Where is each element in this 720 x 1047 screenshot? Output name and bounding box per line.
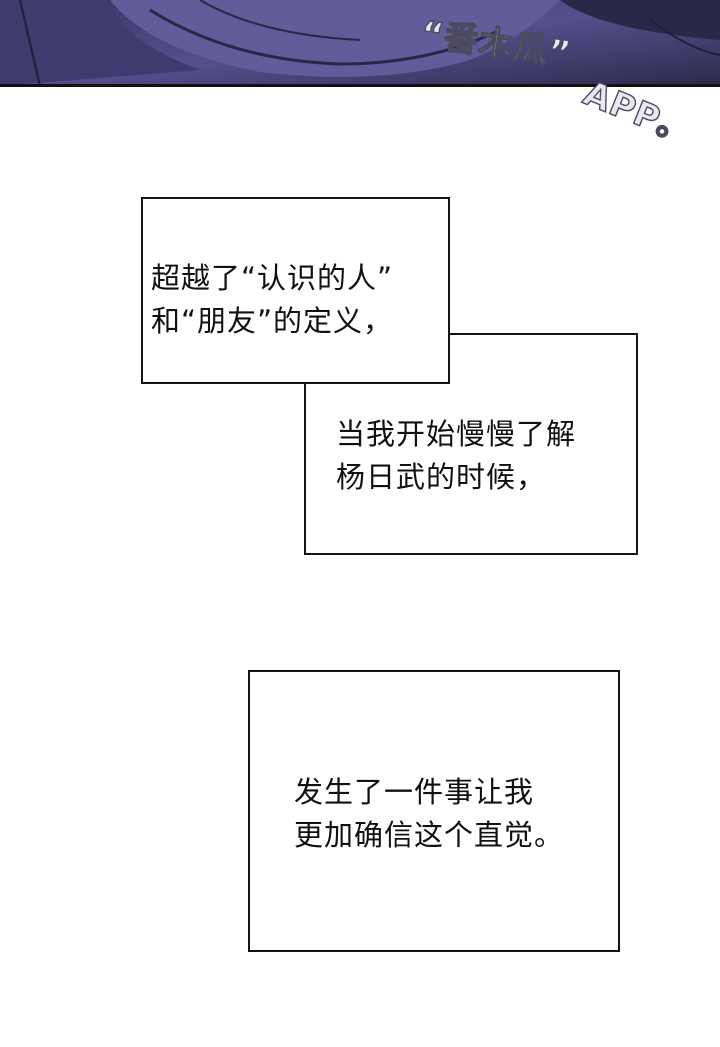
- caption-text-3: 发生了一件事让我 更加确信这个直觉。: [294, 771, 564, 857]
- caption-line: 超越了“认识的人”: [151, 261, 394, 295]
- caption-line: 和“朋友”的定义，: [151, 304, 394, 338]
- panel-border: [0, 84, 720, 87]
- caption-box-3: [248, 670, 620, 952]
- caption-line: 更加确信这个直觉。: [294, 818, 565, 852]
- caption-text-2: 当我开始慢慢了解 杨日武的时候，: [336, 413, 576, 499]
- caption-line: 杨日武的时候，: [336, 460, 547, 494]
- caption-line: 发生了一件事让我: [294, 775, 535, 809]
- comic-panel-top: [0, 0, 720, 86]
- caption-box-1: [141, 197, 450, 384]
- caption-line: 当我开始慢慢了解: [336, 417, 577, 451]
- caption-text-1: 超越了“认识的人” 和“朋友”的定义，: [151, 257, 393, 343]
- panel-artwork: [0, 0, 720, 86]
